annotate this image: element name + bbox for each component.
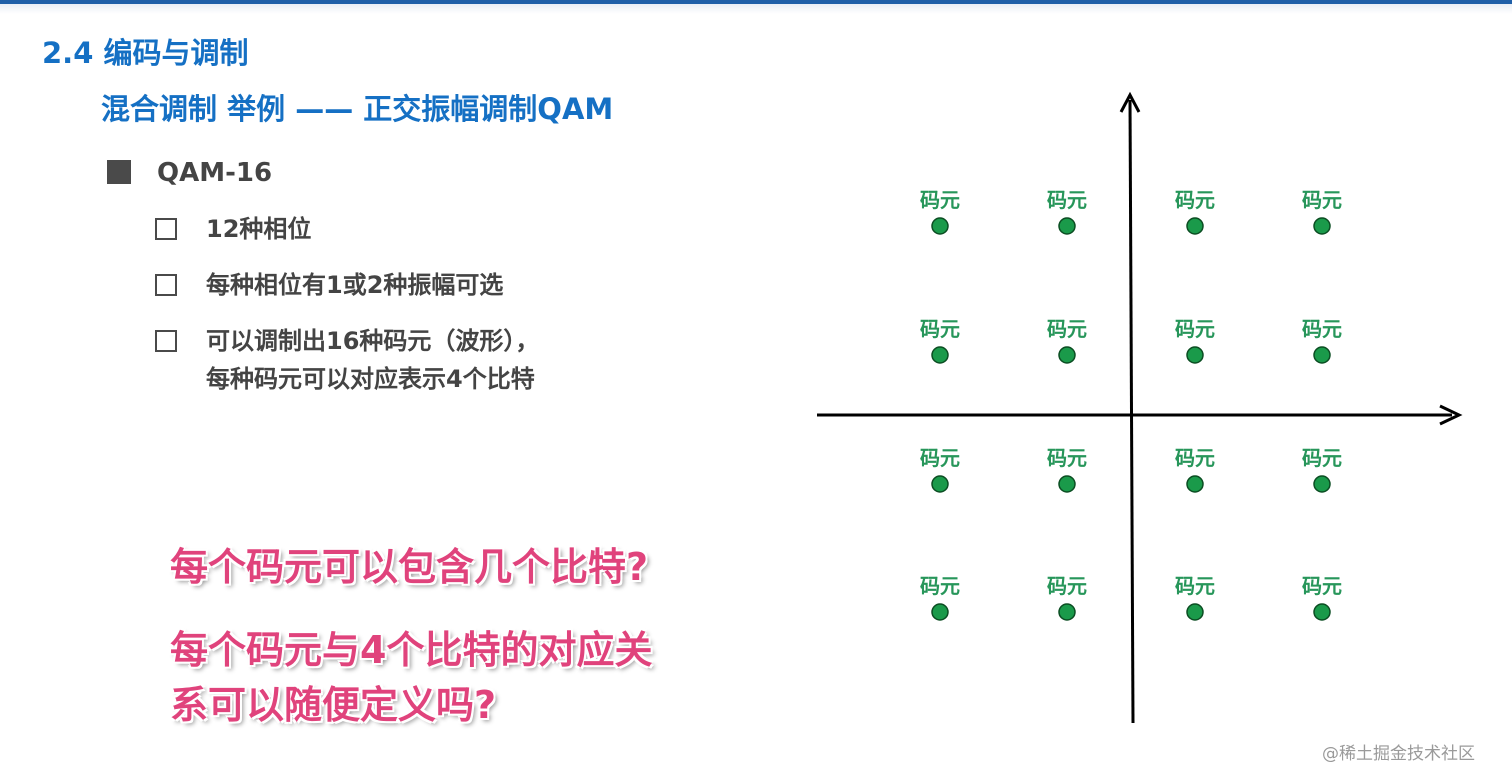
symbol-label: 码元 [1302, 188, 1342, 212]
constellation-point [1313, 346, 1331, 364]
symbol-label: 码元 [1302, 574, 1342, 598]
constellation-symbol: 码元 [920, 574, 960, 621]
constellation-points: 码元码元码元码元码元码元码元码元码元码元码元码元码元码元码元码元 [920, 188, 1342, 621]
sub-bullet-text-line2: 每种码元可以对应表示4个比特 [206, 365, 535, 393]
symbol-label: 码元 [1047, 317, 1087, 341]
constellation-point [1313, 603, 1331, 621]
hollow-square-bullet-icon [155, 218, 177, 240]
question-text: 每个码元与4个比特的对应关 [170, 628, 653, 672]
constellation-symbol: 码元 [1175, 574, 1215, 621]
constellation-symbol: 码元 [1302, 574, 1342, 621]
constellation-point [931, 475, 949, 493]
constellation-point [1186, 475, 1204, 493]
sub-bullet-text: 12种相位 [206, 215, 312, 243]
symbol-label: 码元 [1302, 317, 1342, 341]
symbol-label: 码元 [1175, 446, 1215, 470]
symbol-label: 码元 [1047, 446, 1087, 470]
sub-bullet-text: 每种相位有1或2种振幅可选 [206, 271, 504, 299]
constellation-point [1058, 603, 1076, 621]
constellation-point [1058, 475, 1076, 493]
top-accent-fade [0, 4, 1512, 14]
vertical-axis [1128, 99, 1135, 724]
symbol-label: 码元 [1302, 446, 1342, 470]
constellation-symbol: 码元 [920, 188, 960, 235]
axes [817, 91, 1463, 724]
constellation-symbol: 码元 [1175, 188, 1215, 235]
section-title: 2.4 编码与调制 [42, 36, 249, 70]
constellation-symbol: 码元 [920, 446, 960, 493]
hollow-square-bullet-icon [155, 330, 177, 352]
constellation-point [1313, 217, 1331, 235]
constellation-point [1058, 217, 1076, 235]
constellation-symbol: 码元 [920, 317, 960, 364]
constellation-point [931, 217, 949, 235]
symbol-label: 码元 [920, 188, 960, 212]
constellation-point [931, 346, 949, 364]
symbol-label: 码元 [1175, 317, 1215, 341]
constellation-symbol: 码元 [1302, 317, 1342, 364]
horizontal-axis-arrow-icon [1439, 404, 1463, 426]
symbol-label: 码元 [1047, 574, 1087, 598]
constellation-symbol: 码元 [1175, 446, 1215, 493]
constellation-symbol: 码元 [1302, 446, 1342, 493]
symbol-label: 码元 [920, 317, 960, 341]
constellation-symbol: 码元 [1175, 317, 1215, 364]
constellation-point [1313, 475, 1331, 493]
sub-bullet-text: 可以调制出16种码元（波形）， [206, 327, 540, 355]
constellation-point [1058, 346, 1076, 364]
constellation-symbol: 码元 [1047, 446, 1087, 493]
watermark: @稀土掘金技术社区 [1322, 744, 1475, 764]
constellation-point [1186, 346, 1204, 364]
top-accent-bar [0, 0, 1512, 4]
constellation-point [1186, 603, 1204, 621]
hollow-square-bullet-icon [155, 274, 177, 296]
symbol-label: 码元 [1175, 188, 1215, 212]
constellation-symbol: 码元 [1047, 188, 1087, 235]
symbol-label: 码元 [1175, 574, 1215, 598]
constellation-symbol: 码元 [1047, 574, 1087, 621]
constellation-point [931, 603, 949, 621]
question-text: 每个码元可以包含几个比特? [170, 545, 649, 589]
main-bullet-label: QAM-16 [157, 158, 273, 188]
main-bullet: QAM-16 [107, 158, 272, 188]
sub-bullet: 可以调制出16种码元（波形）， 每种码元可以对应表示4个比特 [155, 322, 539, 398]
constellation-point [1186, 217, 1204, 235]
sub-bullet: 每种相位有1或2种振幅可选 [155, 266, 503, 304]
constellation-symbol: 码元 [1047, 317, 1087, 364]
vertical-axis-arrow-icon [1119, 91, 1141, 113]
symbol-label: 码元 [920, 574, 960, 598]
filled-square-bullet-icon [107, 160, 131, 184]
symbol-label: 码元 [1047, 188, 1087, 212]
sub-bullet: 12种相位 [155, 210, 311, 248]
constellation-symbol: 码元 [1302, 188, 1342, 235]
symbol-label: 码元 [920, 446, 960, 470]
slide-subtitle: 混合调制 举例 —— 正交振幅调制QAM [101, 92, 614, 126]
question-text-line2: 系可以随便定义吗? [170, 683, 497, 727]
